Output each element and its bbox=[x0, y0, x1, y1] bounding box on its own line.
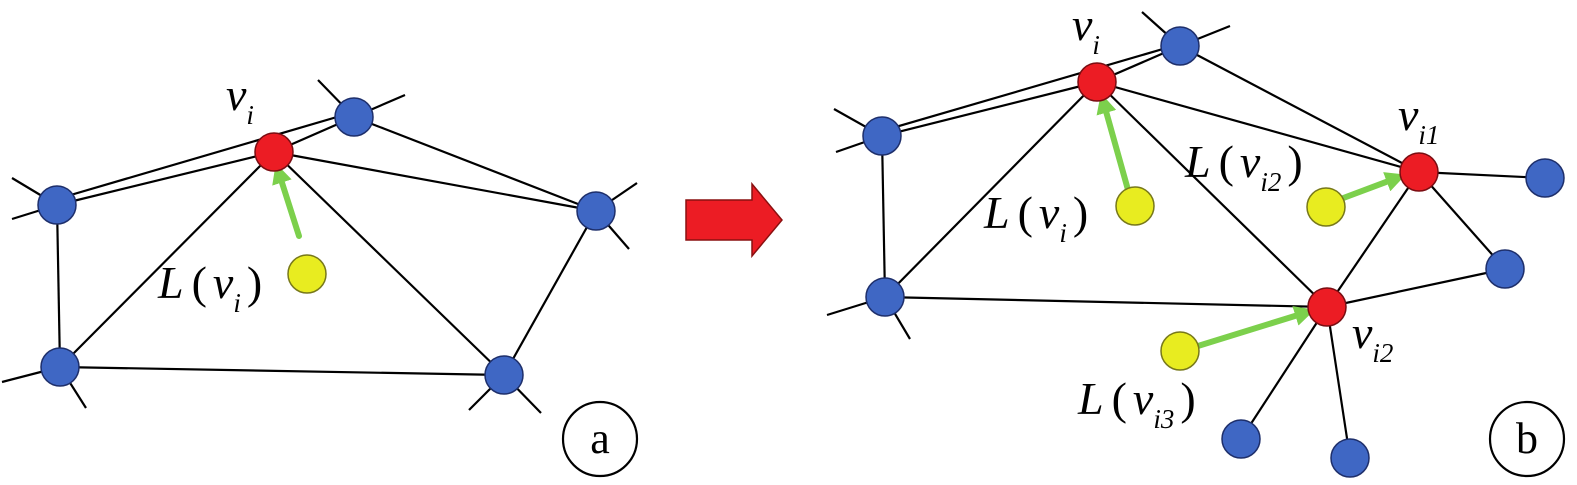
panel-a-tag: a bbox=[590, 414, 610, 463]
neighbor-vertex bbox=[1485, 249, 1525, 289]
displacement-arrow bbox=[1096, 93, 1133, 200]
neighbor-vertex bbox=[1525, 158, 1565, 198]
neighbor-vertex bbox=[40, 347, 80, 387]
neighbor-vertex bbox=[1330, 438, 1370, 478]
neighbor-vertex bbox=[576, 191, 616, 231]
displacement-arrow bbox=[1182, 306, 1315, 353]
laplacian-target-point bbox=[287, 254, 327, 294]
vertex-vi1 bbox=[1399, 152, 1439, 192]
panel-a: νi L(νi) a bbox=[1, 69, 639, 478]
laplacian-target-point bbox=[1160, 331, 1200, 371]
label-laplacian-vi2: L(νi2) bbox=[1184, 136, 1303, 197]
neighbor-vertex bbox=[1160, 26, 1200, 66]
panel-a-edges bbox=[1, 79, 638, 414]
vertex-vi bbox=[254, 132, 294, 172]
neighbor-vertex bbox=[484, 355, 524, 395]
panel-a-badge bbox=[561, 400, 639, 478]
label-vi1: νi1 bbox=[1398, 89, 1439, 150]
label-laplacian-vi: L(νi) bbox=[157, 257, 262, 318]
label-vi2: νi2 bbox=[1352, 307, 1393, 368]
neighbor-vertex bbox=[862, 116, 902, 156]
label-vi: νi bbox=[226, 69, 254, 130]
panel-b-edges bbox=[826, 11, 1546, 459]
vertex-vi bbox=[1077, 62, 1117, 102]
neighbor-vertex bbox=[37, 185, 77, 225]
panel-b-tag: b bbox=[1516, 414, 1538, 463]
neighbor-vertex bbox=[334, 97, 374, 137]
neighbor-vertex bbox=[1221, 419, 1261, 459]
panel-b: νi νi1 νi2 L(νi) L(νi2) L(νi3) b bbox=[826, 0, 1566, 478]
label-laplacian-vi3: L(νi3) bbox=[1077, 373, 1196, 434]
transition-arrow-icon bbox=[685, 181, 783, 259]
panel-b-badge bbox=[1488, 400, 1566, 478]
label-vi: νi bbox=[1072, 0, 1100, 60]
laplacian-target-point bbox=[1115, 186, 1155, 226]
label-laplacian-vi: L(νi) bbox=[983, 187, 1088, 248]
displacement-arrow bbox=[272, 163, 302, 239]
laplacian-target-point bbox=[1306, 187, 1346, 227]
neighbor-vertex bbox=[865, 277, 905, 317]
vertex-vi2 bbox=[1307, 287, 1347, 327]
